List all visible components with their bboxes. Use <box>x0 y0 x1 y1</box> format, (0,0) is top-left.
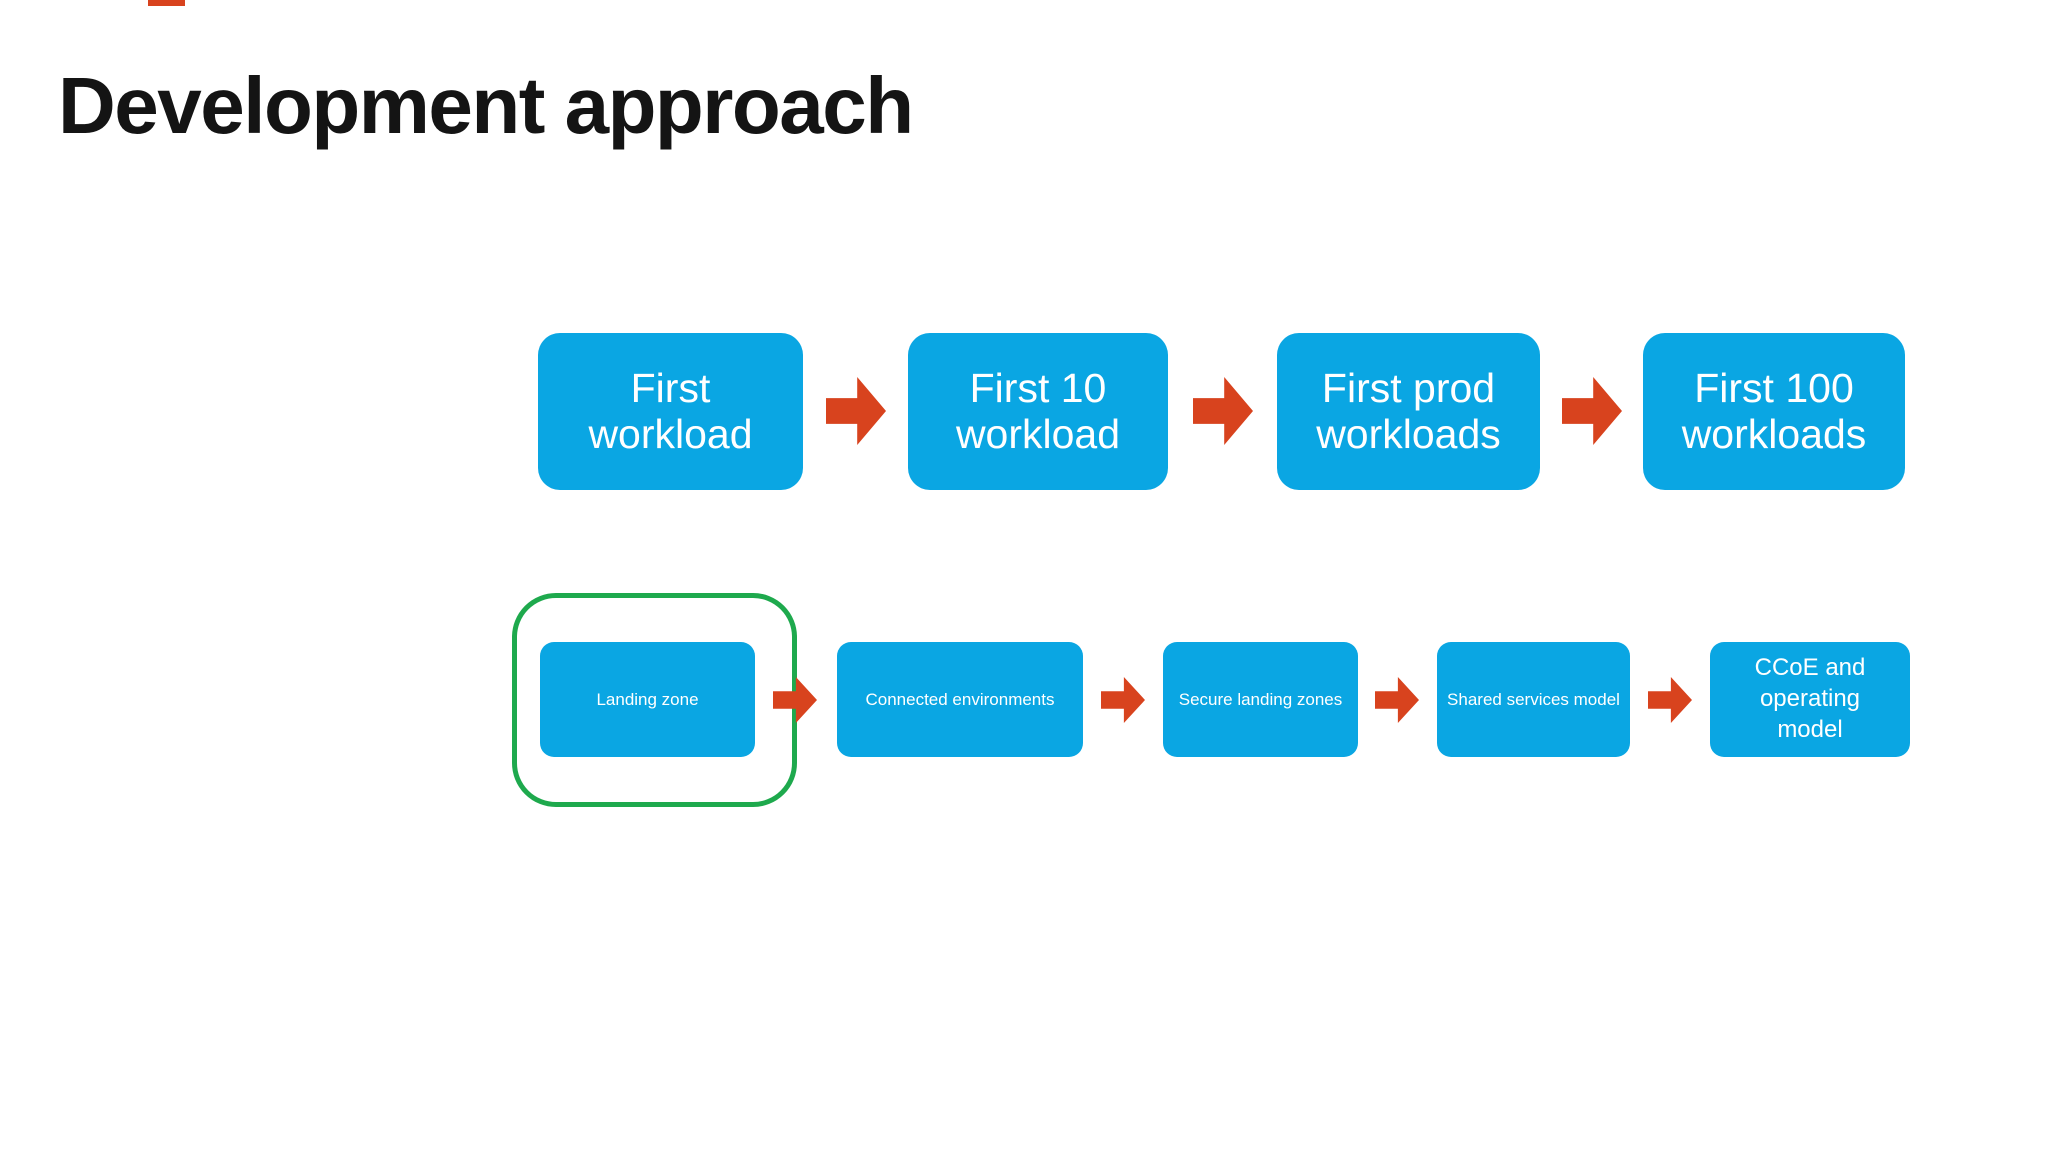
box-label: Secure landing zones <box>1178 689 1343 709</box>
box-first-workload: First workload <box>538 333 803 490</box>
box-label-line: First 100 <box>1694 364 1854 411</box>
box-first-10-workload: First 10 workload <box>908 333 1168 490</box>
box-label: Connected environments <box>865 689 1055 709</box>
right-arrow-icon <box>1375 677 1419 723</box>
box-label-line: workloads <box>1316 410 1501 457</box>
box-label: Landing zone <box>596 689 699 709</box>
box-label-line: First prod <box>1321 364 1496 411</box>
right-arrow-icon <box>826 377 886 445</box>
box-label: Shared services model <box>1447 689 1620 709</box>
box-label-line: CCoE and <box>1754 654 1866 682</box>
box-first-prod-workloads: First prod workloads <box>1277 333 1540 490</box>
top-accent-bar <box>148 0 185 6</box>
box-connected-environments: Connected environments <box>837 642 1083 757</box>
box-landing-zone: Landing zone <box>540 642 755 757</box>
box-label-line: First <box>630 364 711 411</box>
box-ccoe-operating-model: CCoE and operating model <box>1710 642 1910 757</box>
right-arrow-icon <box>1101 677 1145 723</box>
slide-title: Development approach <box>58 61 914 150</box>
box-label-line: operating <box>1759 685 1861 713</box>
box-secure-landing-zones: Secure landing zones <box>1163 642 1358 757</box>
right-arrow-icon <box>1562 377 1622 445</box>
right-arrow-icon <box>1193 377 1253 445</box>
right-arrow-icon <box>1648 677 1692 723</box>
box-label-line: workload <box>955 410 1121 457</box>
box-shared-services-model: Shared services model <box>1437 642 1630 757</box>
box-label-line: workloads <box>1681 410 1867 457</box>
box-label-line: model <box>1777 715 1843 743</box>
box-first-100-workloads: First 100 workloads <box>1643 333 1905 490</box>
box-label-line: First 10 <box>969 364 1107 411</box>
box-label-line: workload <box>588 410 753 457</box>
